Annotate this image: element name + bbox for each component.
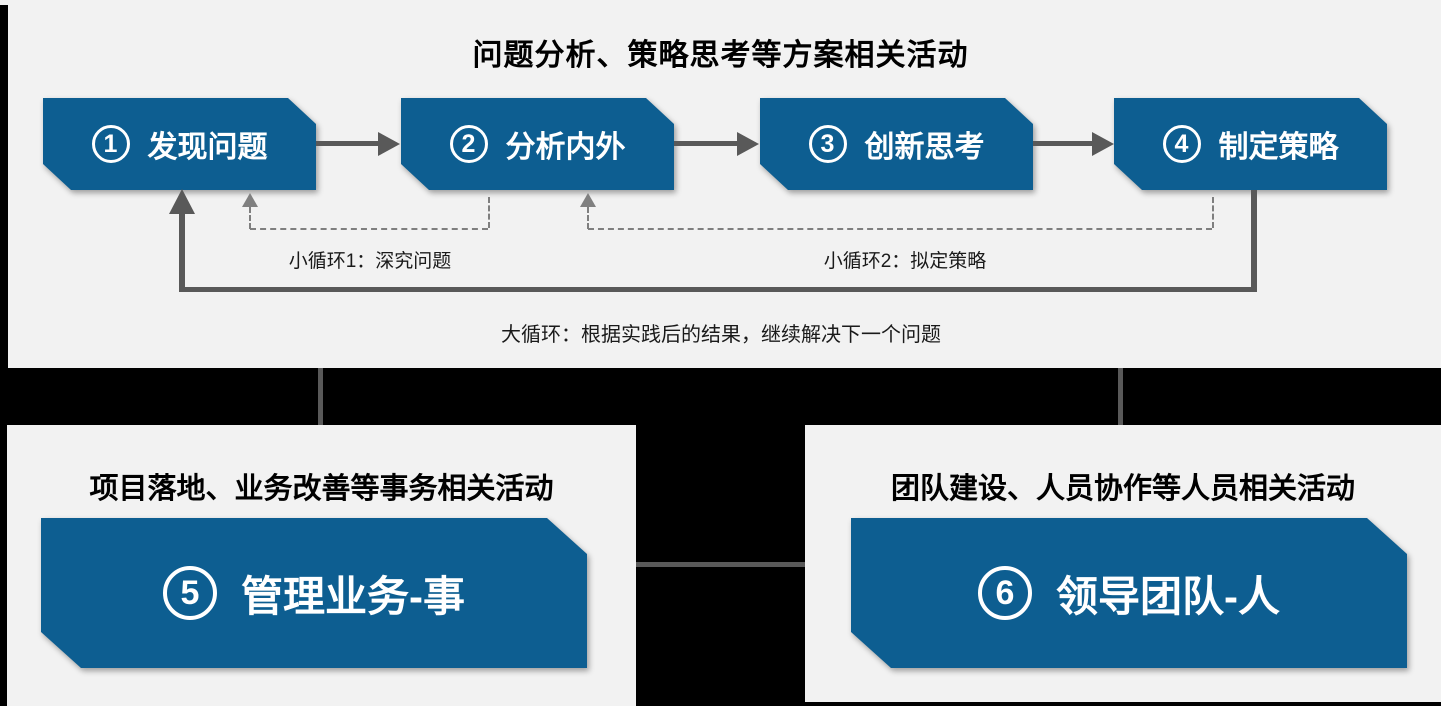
step-number-badge: 2: [450, 125, 488, 163]
arrow-up-icon: [169, 189, 195, 214]
dashed-arrow-up-icon: [242, 193, 258, 207]
loop2-dashed-left: [587, 207, 589, 229]
arrow-right-line-1: [316, 141, 380, 146]
step-box-shape: 4 制定策略: [1114, 98, 1387, 190]
step-box-innovative-thinking: 3 创新思考: [760, 98, 1033, 190]
big-loop-line-bottom: [179, 287, 1257, 292]
step-number-badge: 3: [809, 125, 847, 163]
loop1-dashed-left: [249, 207, 251, 229]
plan-activities-section: 问题分析、策略思考等方案相关活动 1 发现问题 2 分析内外 3 创新思考 4 …: [0, 0, 1441, 368]
task-activities-section: 项目落地、业务改善等事务相关活动 5 管理业务-事: [7, 425, 636, 706]
loop2-dashed-bottom: [588, 228, 1212, 230]
step-label: 领导团队-人: [1056, 572, 1280, 620]
step-box-manage-business: 5 管理业务-事: [41, 518, 587, 668]
step-label: 分析内外: [505, 131, 626, 164]
loop1-label: 小循环1：深究问题: [288, 251, 452, 272]
step-number-badge: 4: [1163, 125, 1201, 163]
arrow-right-icon: [1092, 132, 1114, 156]
step-number-badge: 5: [163, 566, 217, 620]
arrow-right-line-2: [674, 141, 738, 146]
bottom-left-title: 项目落地、业务改善等事务相关活动: [89, 473, 554, 505]
dashed-arrow-up-icon: [580, 193, 596, 207]
arrow-right-icon: [378, 132, 400, 156]
step-box-shape: 1 发现问题: [43, 98, 316, 190]
connector-line-left: [318, 368, 323, 425]
big-loop-line-left: [179, 212, 185, 292]
step-box-analyze-inside-outside: 2 分析内外: [401, 98, 674, 190]
connector-line-middle: [636, 562, 805, 567]
step-box-shape: 2 分析内外: [401, 98, 674, 190]
step-box-shape: 6 领导团队-人: [851, 518, 1407, 668]
step-label: 管理业务-事: [241, 572, 465, 620]
loop2-label: 小循环2：拟定策略: [823, 251, 987, 272]
step-box-formulate-strategy: 4 制定策略: [1114, 98, 1387, 190]
step-number-badge: 1: [92, 125, 130, 163]
step-number-badge: 6: [978, 566, 1032, 620]
top-section-title: 问题分析、策略思考等方案相关活动: [472, 39, 969, 72]
connector-line-right: [1118, 368, 1123, 425]
step-box-lead-team: 6 领导团队-人: [851, 518, 1407, 668]
left-edge-strip: [0, 5, 8, 368]
arrow-right-icon: [737, 132, 759, 156]
big-loop-label: 大循环：根据实践后的结果，继续解决下一个问题: [501, 324, 941, 346]
step-label: 发现问题: [147, 131, 268, 164]
loop1-dashed-right: [488, 197, 490, 228]
step-box-discover-problem: 1 发现问题: [43, 98, 316, 190]
loop1-dashed-bottom: [250, 228, 488, 230]
step-box-shape: 3 创新思考: [760, 98, 1033, 190]
bottom-right-title: 团队建设、人员协作等人员相关活动: [890, 473, 1355, 505]
loop2-dashed-right: [1212, 197, 1214, 228]
people-activities-section: 团队建设、人员协作等人员相关活动 6 领导团队-人: [805, 425, 1441, 702]
step-label: 制定策略: [1218, 131, 1339, 164]
step-label: 创新思考: [864, 131, 985, 164]
step-box-shape: 5 管理业务-事: [41, 518, 587, 668]
big-loop-line-right: [1251, 190, 1257, 291]
arrow-right-line-3: [1033, 141, 1093, 146]
